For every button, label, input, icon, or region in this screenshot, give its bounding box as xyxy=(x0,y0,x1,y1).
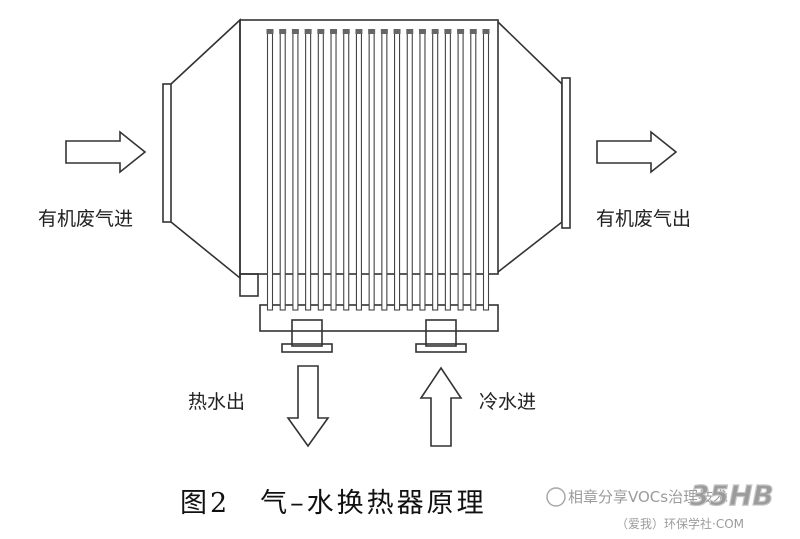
inlet-flange xyxy=(162,83,172,223)
hot-water-out-label: 热水出 xyxy=(188,391,245,413)
inlet-cone xyxy=(170,18,241,280)
cold-water-flange xyxy=(415,343,467,353)
tube-cap xyxy=(406,29,414,34)
heat-tube xyxy=(482,31,490,311)
heat-tube xyxy=(444,31,451,311)
heat-tube xyxy=(470,31,477,311)
gas-inlet-arrow xyxy=(65,130,147,174)
tube-cap xyxy=(482,29,490,34)
tube-cap xyxy=(469,29,477,34)
tube-cap xyxy=(393,29,401,34)
wechat-icon xyxy=(546,487,566,507)
tube-cap xyxy=(380,29,388,34)
outlet-flange xyxy=(561,77,571,229)
heat-tube xyxy=(406,31,413,311)
heat-tube xyxy=(266,31,274,311)
watermark: 相章分享VOCs治理技术 35HB （爱我）环保学社·COM xyxy=(546,478,774,531)
heat-tube xyxy=(305,31,312,311)
watermark-line1: 相章分享VOCs治理技术 xyxy=(568,488,728,506)
gas-outlet-label: 有机废气出 xyxy=(596,208,691,230)
tube-cap xyxy=(330,29,338,34)
tube-cap xyxy=(457,29,465,34)
tube-cap xyxy=(266,29,274,34)
heat-tube xyxy=(355,31,362,311)
heat-tube xyxy=(419,31,426,311)
tube-cap xyxy=(291,29,299,34)
heat-tube xyxy=(457,31,464,311)
heat-exchange-tubes xyxy=(266,29,490,311)
cold-water-in-arrow xyxy=(419,366,463,447)
tube-cap xyxy=(304,29,312,34)
water-header xyxy=(259,304,499,332)
cold-water-in-label: 冷水进 xyxy=(479,391,536,413)
figure-caption: 图2 气–水换热器原理 xyxy=(180,488,487,519)
tube-cap xyxy=(317,29,325,34)
heat-tube xyxy=(292,31,299,311)
heat-tube xyxy=(317,31,324,311)
hot-water-nozzle xyxy=(291,319,323,347)
watermark-line2: （爱我）环保学社·COM xyxy=(616,516,744,531)
hot-water-out-arrow xyxy=(286,365,330,448)
tube-cap xyxy=(342,29,350,34)
tube-cap xyxy=(431,29,439,34)
cold-water-nozzle xyxy=(425,319,457,347)
tube-cap xyxy=(444,29,452,34)
tube-cap xyxy=(418,29,426,34)
tube-cap xyxy=(279,29,287,34)
heat-tube xyxy=(432,31,439,311)
heat-tube xyxy=(343,31,350,311)
gas-outlet-arrow xyxy=(596,130,678,174)
heat-tube xyxy=(381,31,388,311)
hot-water-flange xyxy=(281,343,333,353)
heat-tube xyxy=(279,31,286,311)
heat-tube xyxy=(368,31,375,311)
tube-cap xyxy=(368,29,376,34)
gas-inlet-label: 有机废气进 xyxy=(38,208,133,230)
watermark-logo: 35HB xyxy=(690,479,774,512)
heat-tube xyxy=(394,31,401,311)
outlet-cone xyxy=(497,21,563,273)
base-box xyxy=(239,273,259,297)
tube-cap xyxy=(355,29,363,34)
heat-tube xyxy=(330,31,337,311)
